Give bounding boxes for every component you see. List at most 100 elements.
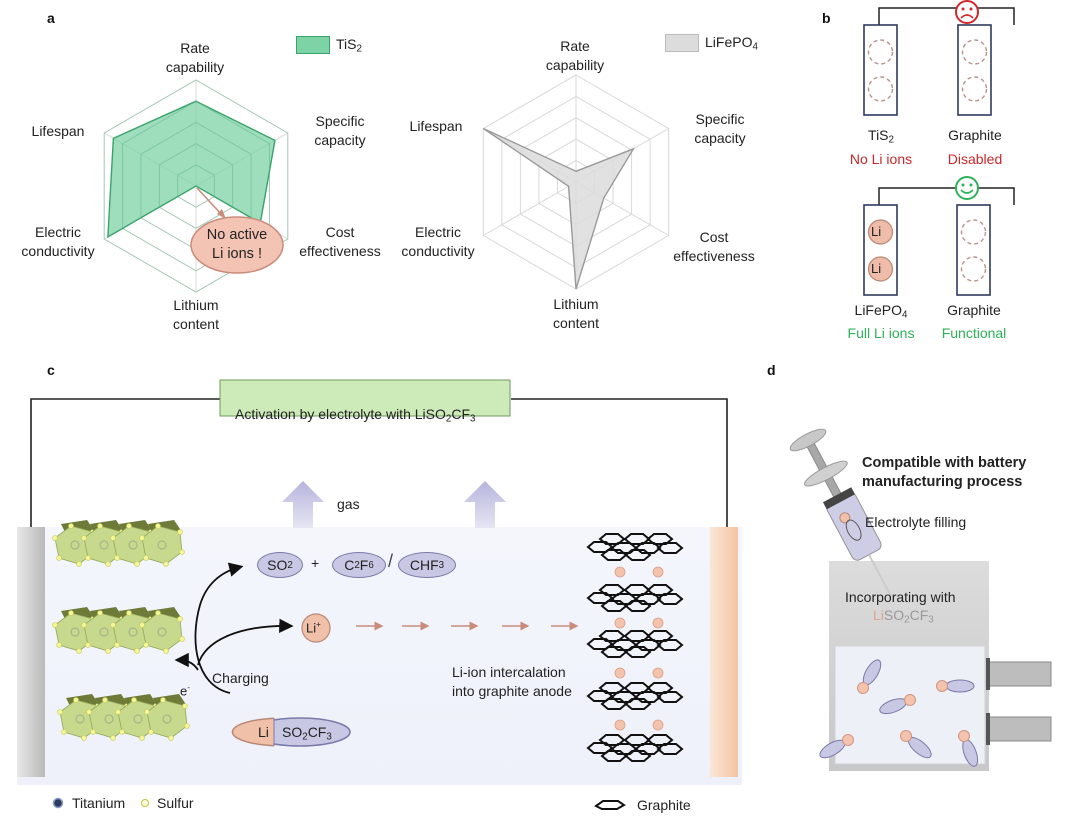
intercalated-li-ion bbox=[614, 566, 626, 578]
battery-tab-top bbox=[988, 661, 1052, 687]
axis-label-specific-2nd-1: Specific bbox=[695, 111, 745, 127]
sulfur-atom bbox=[177, 529, 183, 535]
activation-box bbox=[219, 379, 511, 417]
cathode-current-collector bbox=[17, 527, 45, 777]
pouch-molecules bbox=[819, 659, 979, 767]
sulfur-atom bbox=[114, 555, 120, 561]
sulfur-atom bbox=[163, 648, 169, 654]
intercalated-li-ion bbox=[614, 667, 626, 679]
sulfur-atom bbox=[184, 723, 190, 729]
wire-bottom-left bbox=[878, 187, 958, 205]
salt-molecule bbox=[936, 679, 975, 693]
tab-seal bbox=[986, 658, 990, 690]
axis-label-rate-1: Rate bbox=[180, 40, 210, 56]
empty-site-icon bbox=[867, 39, 894, 65]
plus-sign: + bbox=[311, 555, 320, 571]
sulfur-atom bbox=[105, 561, 111, 567]
graphite-hexagon bbox=[624, 600, 652, 612]
titanium-atom bbox=[162, 714, 172, 724]
incorporating-label: Incorporating with bbox=[845, 589, 956, 605]
sulfur-atom bbox=[68, 523, 74, 529]
reaction-arrow-gas bbox=[194, 562, 244, 694]
sulfur-atom bbox=[139, 535, 145, 541]
electron-label: e- bbox=[180, 683, 190, 699]
wire-top-left bbox=[878, 7, 960, 25]
battery-top-left-state: No Li ions bbox=[849, 151, 913, 167]
battery-top-left-name: TiS2 bbox=[868, 127, 894, 146]
sulfur-atom bbox=[57, 709, 63, 715]
li-ion-icon bbox=[867, 219, 894, 245]
graphite-hexagon bbox=[634, 743, 662, 755]
legend-label-tis2: TiS2 bbox=[336, 36, 362, 55]
sulfur-atom bbox=[148, 729, 154, 735]
graphite-hexagon bbox=[624, 698, 652, 710]
manufacturing-diagram bbox=[789, 428, 1052, 771]
sulfur-atom bbox=[110, 535, 116, 541]
graphite-layers bbox=[586, 533, 684, 762]
radar-ring-overlay bbox=[158, 143, 234, 229]
empty-site-icon bbox=[867, 76, 894, 102]
sulfur-atom bbox=[139, 622, 145, 628]
salt-li-label: Li bbox=[258, 724, 269, 740]
salt-molecule bbox=[819, 734, 854, 759]
panel-label-d: d bbox=[767, 362, 776, 378]
sulfur-atom bbox=[160, 697, 166, 703]
legend-label-lifepo4: LiFePO4 bbox=[705, 34, 758, 53]
salt-molecule bbox=[900, 730, 932, 759]
compatibility-title-2: manufacturing process bbox=[862, 474, 1023, 490]
radar-area-tis2 bbox=[107, 100, 276, 239]
graphite-hexagon bbox=[656, 542, 684, 554]
axis-label-rate-2: capability bbox=[165, 59, 225, 75]
annotation-arrowhead bbox=[217, 209, 226, 219]
radar-chart-lifepo4 bbox=[482, 74, 670, 290]
compatibility-title: Compatible with battery manufacturing pr… bbox=[862, 454, 1026, 492]
annotation-arrow bbox=[196, 187, 223, 216]
axis-label-cost-1: Cost bbox=[325, 224, 355, 240]
panel-label-a: a bbox=[47, 10, 55, 26]
sulfur-atom bbox=[81, 622, 87, 628]
sulfur-atom bbox=[56, 642, 62, 648]
intercalation-line-2: into graphite anode bbox=[452, 683, 572, 699]
intercalated-li-ion bbox=[652, 719, 664, 731]
anode-current-collector bbox=[710, 527, 738, 777]
titanium-atom bbox=[99, 627, 109, 637]
sulfur-atom bbox=[139, 735, 145, 741]
graphite-hexagon bbox=[656, 639, 684, 651]
sulfur-atom bbox=[97, 523, 103, 529]
sulfur-atom bbox=[143, 642, 149, 648]
sulfur-atom bbox=[85, 642, 91, 648]
annotation-text: No active Li ions ! bbox=[200, 226, 274, 264]
sulfur-atom bbox=[90, 729, 96, 735]
axis-label-lithium-2: content bbox=[173, 316, 219, 332]
sulfur-atom bbox=[131, 697, 137, 703]
annotation-bubble bbox=[190, 216, 284, 274]
axis-label-cost-2nd-1: Cost bbox=[699, 229, 729, 245]
sulfur-atom bbox=[155, 610, 161, 616]
intercalation-line-1: Li-ion intercalation bbox=[452, 664, 566, 680]
syringe-icon bbox=[789, 428, 892, 595]
li-label-1: Li bbox=[871, 224, 882, 239]
radar-spoke bbox=[483, 181, 577, 236]
legend-sulfur: Sulfur bbox=[157, 795, 194, 811]
sulfur-atom bbox=[73, 697, 79, 703]
intercalated-li-ion bbox=[652, 566, 664, 578]
sulfur-atom bbox=[182, 703, 188, 709]
intercalation-label: Li-ion intercalation into graphite anode bbox=[452, 663, 572, 701]
axis-label-rate-2nd-2: capability bbox=[545, 57, 605, 73]
wire-bottom-right bbox=[976, 187, 1015, 205]
graphite-hexagon bbox=[624, 750, 652, 762]
electron-arrow bbox=[174, 652, 199, 671]
salt-li bbox=[232, 718, 274, 746]
intercalated-li-ion bbox=[652, 617, 664, 629]
charging-label: Charging bbox=[212, 670, 269, 686]
graphite-hexagon bbox=[656, 593, 684, 605]
titanium-atom bbox=[133, 714, 143, 724]
empty-site-icon bbox=[961, 76, 988, 102]
legend-tis2: TiS2 bbox=[296, 36, 362, 54]
sulfur-atom bbox=[143, 555, 149, 561]
